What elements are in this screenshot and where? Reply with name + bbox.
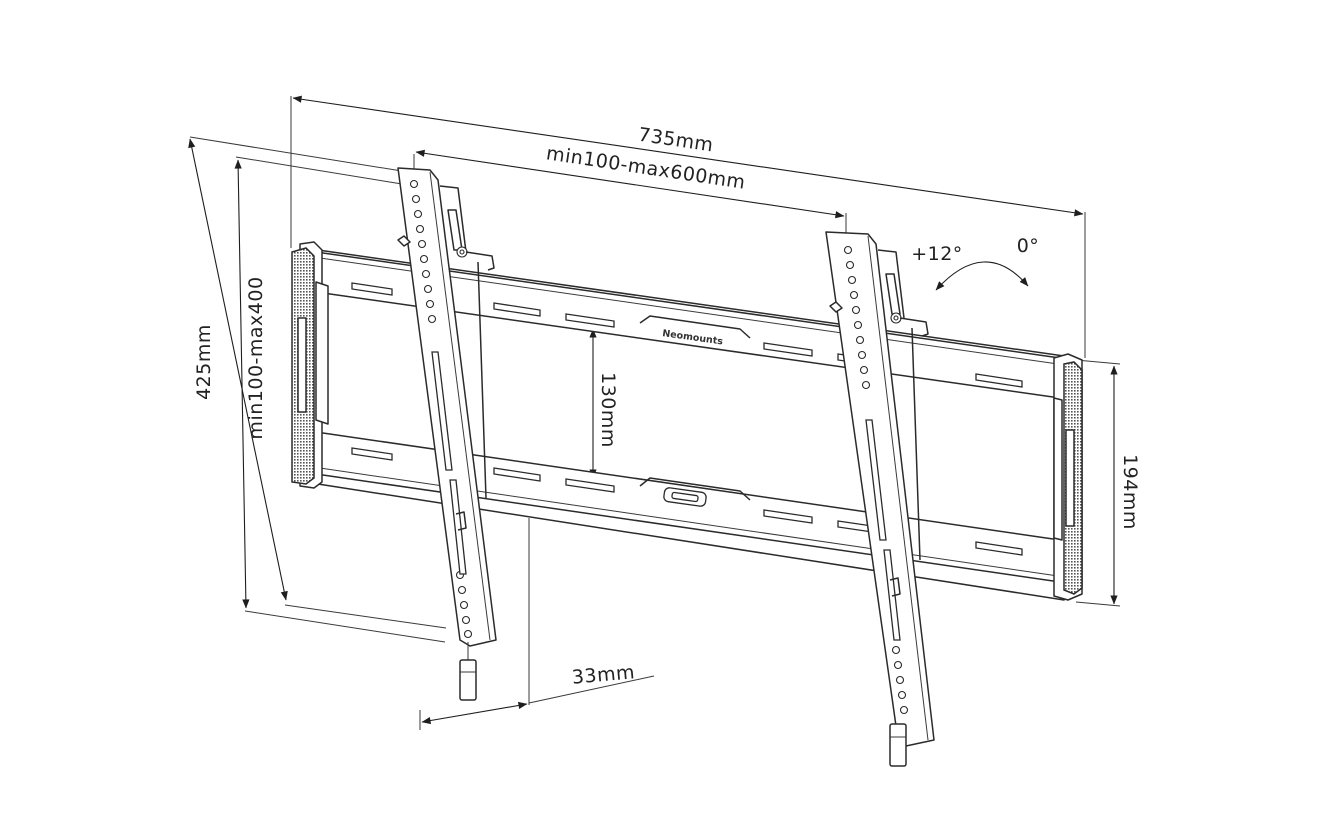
extension-lines [189, 96, 1121, 730]
label-tilt-min: 0° [1017, 235, 1040, 257]
label-overall-height: 425mm [193, 324, 215, 400]
left-arm-holes [409, 179, 473, 639]
dim-line-wall-distance [421, 701, 528, 725]
left-tv-arm [397, 167, 497, 701]
right-tv-arm [825, 231, 935, 767]
label-wall-distance: 33mm [571, 661, 636, 688]
label-vesa-height: min100-max400 [245, 276, 267, 439]
left-safety-weight [459, 659, 477, 701]
label-tilt-max: +12° [911, 243, 963, 265]
dim-line-vesa-height [234, 159, 250, 609]
label-rail-height: 194mm [1119, 454, 1141, 530]
tilt-arrow [935, 261, 1029, 291]
left-end-cap [291, 241, 329, 489]
right-arm-holes [843, 245, 909, 715]
label-overall-width: 735mm [637, 124, 715, 157]
right-end-cap [1053, 353, 1083, 601]
dim-line-vesa-width [415, 149, 845, 219]
right-safety-weight [889, 723, 907, 767]
dimension-lines [188, 95, 1118, 725]
dimension-labels: 735mm min100-max600mm 425mm min100-max40… [193, 124, 1141, 689]
label-rail-spacing: 130mm [597, 372, 619, 448]
